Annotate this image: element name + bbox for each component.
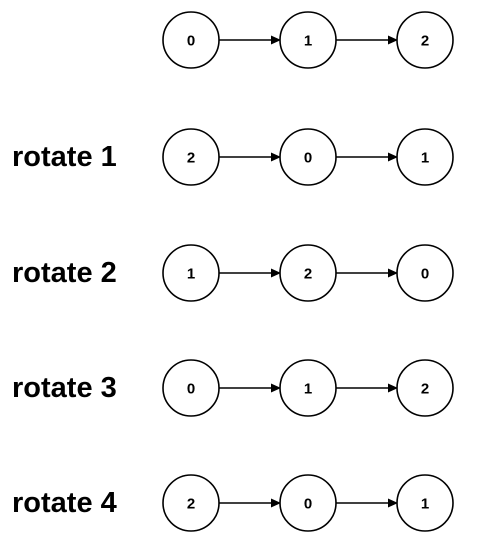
row-label: rotate 1 [12, 141, 117, 173]
list-node [279, 128, 337, 186]
arrow-head [271, 498, 281, 508]
diagram-row: rotate 2 1 2 0 [12, 244, 454, 302]
diagram-row: 0 1 2 [162, 11, 454, 69]
list-node [279, 359, 337, 417]
arrow-head [271, 152, 281, 162]
row-label: rotate 4 [12, 487, 117, 519]
row-label: rotate 3 [12, 372, 117, 404]
diagram-row: rotate 4 2 0 1 [12, 474, 454, 532]
node-value: 2 [421, 33, 429, 50]
list-node [162, 11, 220, 69]
node-value: 2 [187, 496, 195, 513]
node-value: 1 [421, 496, 429, 513]
arrow-head [271, 35, 281, 45]
node-value: 0 [304, 496, 312, 513]
arrow-head [388, 383, 398, 393]
list-node [162, 244, 220, 302]
arrow-head [271, 383, 281, 393]
list-node [396, 244, 454, 302]
arrow-head [271, 268, 281, 278]
node-value: 2 [187, 150, 195, 167]
node-value: 1 [421, 150, 429, 167]
list-node [396, 359, 454, 417]
diagram-row: rotate 1 2 0 1 [12, 128, 454, 186]
node-value: 1 [304, 381, 312, 398]
node-value: 0 [187, 381, 195, 398]
arrow-head [388, 152, 398, 162]
node-value: 2 [304, 266, 312, 283]
node-value: 0 [304, 150, 312, 167]
list-node [162, 359, 220, 417]
list-node [396, 11, 454, 69]
list-node [279, 11, 337, 69]
row-label: rotate 2 [12, 257, 117, 289]
node-value: 0 [421, 266, 429, 283]
arrow-head [388, 498, 398, 508]
arrow-head [388, 35, 398, 45]
node-value: 1 [304, 33, 312, 50]
arrow-head [388, 268, 398, 278]
list-node [396, 474, 454, 532]
list-node [279, 474, 337, 532]
node-value: 1 [187, 266, 195, 283]
node-value: 2 [421, 381, 429, 398]
node-value: 0 [187, 33, 195, 50]
list-node [279, 244, 337, 302]
list-node [162, 474, 220, 532]
list-node [162, 128, 220, 186]
list-node [396, 128, 454, 186]
diagram-row: rotate 3 0 1 2 [12, 359, 454, 417]
